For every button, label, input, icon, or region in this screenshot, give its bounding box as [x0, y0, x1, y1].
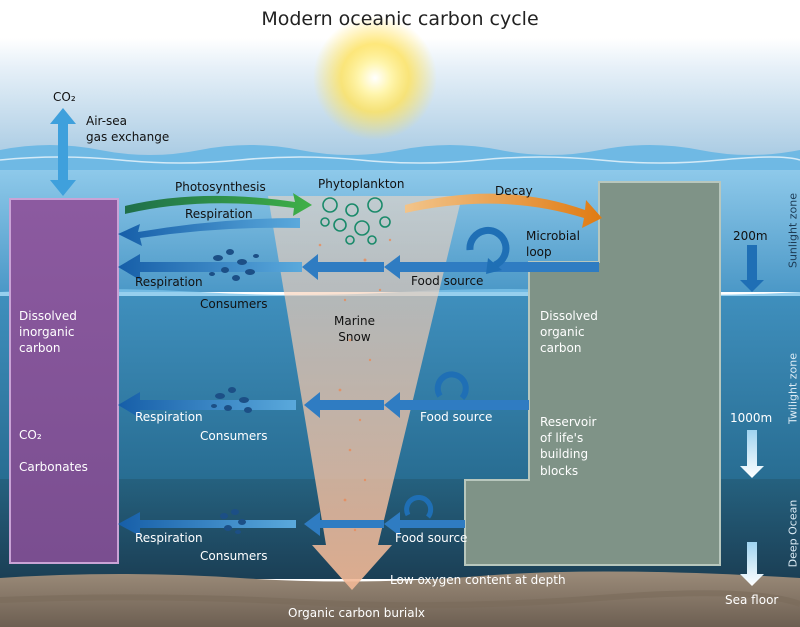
- sea-floor: [0, 571, 800, 627]
- depth-arrow-200m: [740, 245, 764, 292]
- air-sea-exchange-label: Air-sea gas exchange: [86, 114, 170, 145]
- marine-snow-funnel: [268, 196, 462, 590]
- respiration-label-2: Respiration: [135, 410, 203, 424]
- consumers-label-2: Consumers: [200, 429, 268, 443]
- food-source-label-1: Food source: [411, 274, 484, 288]
- consumers-icon-1: [209, 249, 259, 281]
- air-sea-exchange-arrow: [50, 108, 76, 196]
- respiration-label-upper: Respiration: [185, 207, 253, 221]
- food-source-label-3: Food source: [395, 531, 468, 545]
- twilight-zone-label: Twilight zone: [786, 352, 800, 425]
- respiration-arrow-3: [118, 512, 296, 536]
- sun: [313, 16, 437, 140]
- carbonates-label: Carbonates: [19, 460, 88, 474]
- food-source-label-2: Food source: [420, 410, 493, 424]
- depth-arrow-seafloor: [740, 542, 764, 586]
- respiration-label-1: Respiration: [135, 275, 203, 289]
- organic-carbon-label: Dissolved organic carbon: [540, 309, 598, 356]
- microbial-loop-label: Microbial loop: [526, 229, 580, 260]
- marine-snow-label: Marine Snow: [334, 314, 375, 345]
- respiration-label-3: Respiration: [135, 531, 203, 545]
- reservoir-label: Reservoir of life's building blocks: [540, 415, 597, 478]
- page-title: Modern oceanic carbon cycle: [261, 8, 539, 30]
- decay-arrow: [405, 193, 602, 228]
- phytoplankton-icon: [320, 197, 391, 245]
- inorganic-carbon-box: [9, 198, 119, 564]
- consumers-icon-2: [211, 387, 252, 413]
- photosynthesis-arrow: [125, 193, 312, 216]
- co2-atmosphere-label: CO₂: [53, 90, 76, 104]
- low-oxygen-label: Low oxygen content at depth: [390, 573, 566, 587]
- sea-floor-label: Sea floor: [725, 593, 779, 607]
- co2-dissolved-label: CO₂: [19, 428, 42, 442]
- sea-surface: [0, 145, 800, 172]
- depth-200m-label: 200m: [733, 229, 768, 243]
- photosynthesis-label: Photosynthesis: [175, 180, 266, 194]
- deep-ocean-label: Deep Ocean: [786, 499, 800, 568]
- depth-arrow-1000m: [740, 430, 764, 478]
- phytoplankton-label: Phytoplankton: [318, 177, 405, 191]
- respiration-arrow-2: [118, 392, 296, 418]
- respiration-arrow-upper: [118, 218, 300, 246]
- decay-label: Decay: [495, 184, 533, 198]
- consumers-label-3: Consumers: [200, 549, 268, 563]
- carbon-burial-label: Organic carbon burialx: [288, 606, 426, 620]
- food-source-arrow-2: [384, 392, 529, 418]
- sunlight-zone-label: Sunlight zone: [786, 192, 800, 269]
- consumers-label-1: Consumers: [200, 297, 268, 311]
- depth-1000m-label: 1000m: [730, 411, 773, 425]
- food-source-arrow-3: [384, 512, 465, 536]
- consumers-icon-3: [220, 509, 246, 534]
- inorganic-carbon-label: Dissolved inorganic carbon: [19, 309, 77, 356]
- microbial-loop-arrow: [466, 226, 510, 269]
- respiration-arrow-1: [118, 254, 302, 280]
